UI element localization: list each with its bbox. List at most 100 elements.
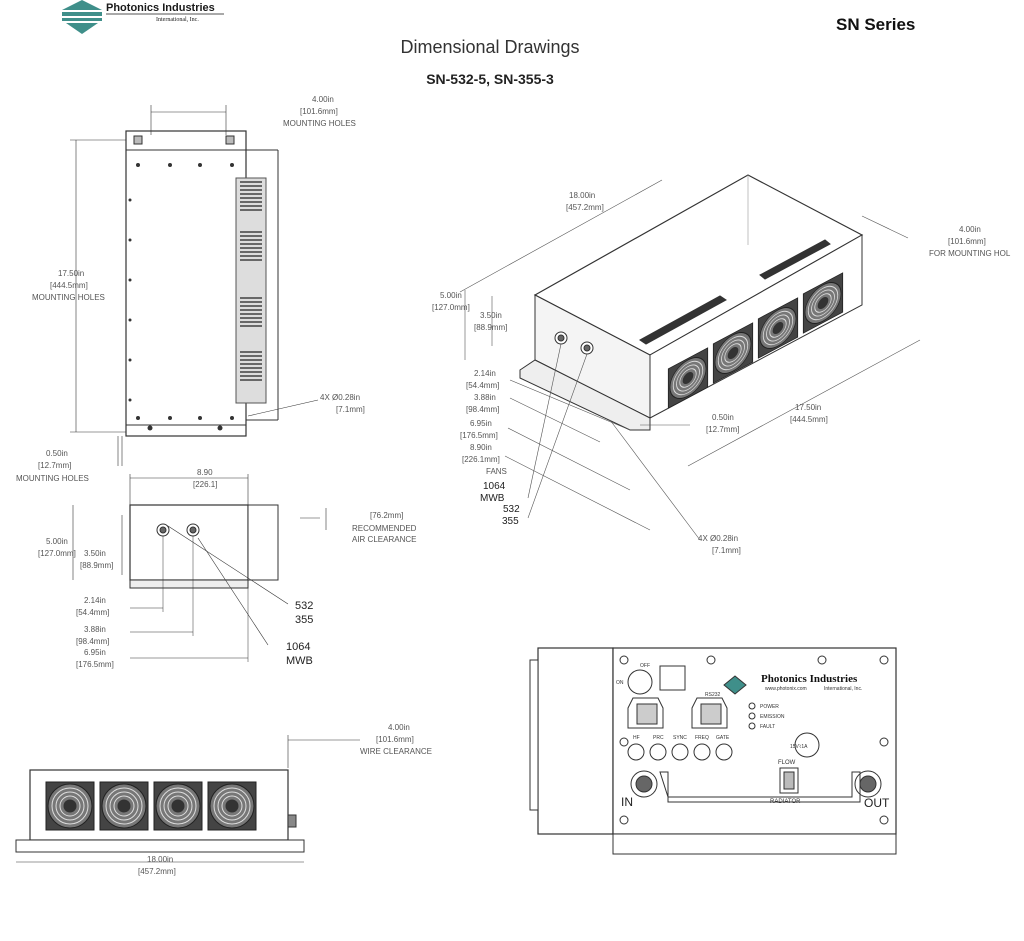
svg-text:[54.4mm]: [54.4mm]: [466, 381, 499, 390]
label-532: 532: [295, 600, 313, 612]
svg-text:[444.5mm]: [444.5mm]: [790, 415, 828, 424]
svg-text:MOUNTING HOLES: MOUNTING HOLES: [283, 119, 356, 128]
svg-text:[88.9mm]: [88.9mm]: [80, 561, 113, 570]
svg-text:www.photonix.com: www.photonix.com: [765, 686, 807, 692]
top-view-dims: 4.00in [101.6mm] MOUNTING HOLES 17.50in …: [16, 95, 365, 483]
logo-triangle-bottom-icon: [66, 23, 98, 34]
svg-text:[457.2mm]: [457.2mm]: [138, 867, 176, 876]
dim-side-length: 8.90: [197, 468, 213, 477]
svg-text:[176.5mm]: [176.5mm]: [460, 431, 498, 440]
svg-text:International, Inc.: International, Inc.: [824, 686, 862, 692]
power-key-switch: [627, 669, 653, 695]
iso-view-dims: 18.00in [457.2mm] 4.00in [101.6mm] FOR M…: [432, 191, 1011, 555]
out-label: OUT: [864, 796, 890, 810]
panel-labels: Photonics Industries www.photonix.com In…: [616, 663, 890, 810]
svg-text:[54.4mm]: [54.4mm]: [76, 608, 109, 617]
dim-side-height: 5.00in: [46, 537, 68, 546]
iso-view: [459, 174, 921, 541]
svg-text:[12.7mm]: [12.7mm]: [706, 425, 739, 434]
logo-name: Photonics Industries: [106, 2, 215, 14]
dim-port-height: 3.50in: [84, 549, 106, 558]
dim-iso-d1: 2.14in: [474, 369, 496, 378]
svg-text:GATE: GATE: [716, 735, 730, 741]
svg-text:MWB: MWB: [480, 493, 505, 504]
svg-text:[444.5mm]: [444.5mm]: [50, 281, 88, 290]
dim-mount-length: 17.50in: [58, 269, 84, 278]
dim-iso-edge: 0.50in: [712, 413, 734, 422]
svg-text:[127.0mm]: [127.0mm]: [432, 303, 470, 312]
led-fault-label: FAULT: [760, 724, 775, 730]
svg-text:[101.6mm]: [101.6mm]: [376, 735, 414, 744]
svg-text:MOUNTING HOLES: MOUNTING HOLES: [16, 474, 89, 483]
svg-text:[7.1mm]: [7.1mm]: [336, 405, 365, 414]
top-view: [70, 105, 319, 466]
dim-iso-mount-len: 17.50in: [795, 403, 821, 412]
dim-iso-holes: 4X Ø0.28in: [698, 534, 738, 543]
svg-text:355: 355: [295, 614, 313, 626]
svg-text:[101.6mm]: [101.6mm]: [300, 107, 338, 116]
svg-text:WIRE CLEARANCE: WIRE CLEARANCE: [360, 747, 432, 756]
dim-port2: 3.88in: [84, 625, 106, 634]
voltage-label: 15V⌇1A: [790, 744, 808, 750]
svg-text:[457.2mm]: [457.2mm]: [566, 203, 604, 212]
page-title: Dimensional Drawings: [400, 37, 580, 57]
dim-iso-d2: 3.88in: [474, 393, 496, 402]
front-view: [15, 735, 360, 863]
logo-triangle-top-icon: [62, 0, 102, 10]
dim-iso-d3: 6.95in: [470, 419, 492, 428]
label-on: ON: [616, 680, 624, 686]
dim-port1: 2.14in: [84, 596, 106, 605]
label-1064: 1064: [286, 641, 310, 653]
panel-view: [529, 647, 897, 855]
svg-text:[226.1mm]: [226.1mm]: [462, 455, 500, 464]
dim-iso-height: 5.00in: [440, 291, 462, 300]
company-logo: Photonics Industries International, Inc.: [62, 0, 224, 34]
iso-label-1064: 1064: [483, 481, 506, 492]
svg-text:[176.5mm]: [176.5mm]: [76, 660, 114, 669]
dim-port3: 6.95in: [84, 648, 106, 657]
dim-iso-mount-width: 4.00in: [959, 225, 981, 234]
svg-text:PRC: PRC: [653, 735, 664, 741]
svg-text:SYNC: SYNC: [673, 735, 687, 741]
svg-text:[101.6mm]: [101.6mm]: [948, 237, 986, 246]
svg-text:[127.0mm]: [127.0mm]: [38, 549, 76, 558]
svg-text:FREQ: FREQ: [695, 735, 709, 741]
in-label: IN: [621, 795, 633, 809]
led-power-label: POWER: [760, 704, 779, 710]
dim-mount-width: 4.00in: [312, 95, 334, 104]
svg-text:[7.1mm]: [7.1mm]: [712, 546, 741, 555]
dim-hole-callout: 4X Ø0.28in: [320, 393, 360, 402]
side-view-dims: 8.90 [226.1] [76.2mm] RECOMMENDED AIR CL…: [38, 468, 417, 669]
front-view-dims: 4.00in [101.6mm] WIRE CLEARANCE 18.00in …: [138, 723, 432, 876]
svg-text:[98.4mm]: [98.4mm]: [76, 637, 109, 646]
dim-iso-port-height: 3.50in: [480, 311, 502, 320]
svg-text:FANS: FANS: [486, 467, 507, 476]
dim-edge-offset: 0.50in: [46, 449, 68, 458]
svg-text:MWB: MWB: [286, 655, 313, 667]
side-view: [72, 474, 327, 662]
dim-wire-clearance: 4.00in: [388, 723, 410, 732]
dim-front-length: 18.00in: [147, 855, 173, 864]
svg-text:RS232: RS232: [705, 692, 721, 698]
svg-text:[98.4mm]: [98.4mm]: [466, 405, 499, 414]
iso-label-532: 532: [503, 504, 520, 515]
svg-text:[226.1]: [226.1]: [193, 480, 217, 489]
svg-text:RECOMMENDED: RECOMMENDED: [352, 524, 417, 533]
svg-text:[12.7mm]: [12.7mm]: [38, 461, 71, 470]
dim-iso-length: 18.00in: [569, 191, 595, 200]
label-off: OFF: [640, 663, 650, 669]
svg-text:HF: HF: [633, 735, 640, 741]
svg-text:355: 355: [502, 516, 519, 527]
svg-text:FOR MOUNTING HOL: FOR MOUNTING HOL: [929, 249, 1011, 258]
panel-brand: Photonics Industries: [761, 673, 858, 685]
dim-air-clearance: [76.2mm]: [370, 511, 403, 520]
dim-iso-d4: 8.90in: [470, 443, 492, 452]
series-label: SN Series: [836, 15, 916, 34]
page-subtitle: SN-532-5, SN-355-3: [426, 71, 554, 87]
svg-text:AIR CLEARANCE: AIR CLEARANCE: [352, 535, 416, 544]
svg-text:MOUNTING HOLES: MOUNTING HOLES: [32, 293, 105, 302]
logo-subtitle: International, Inc.: [156, 17, 199, 23]
svg-text:[88.9mm]: [88.9mm]: [474, 323, 507, 332]
radiator-label: RADIATOR: [770, 799, 801, 805]
